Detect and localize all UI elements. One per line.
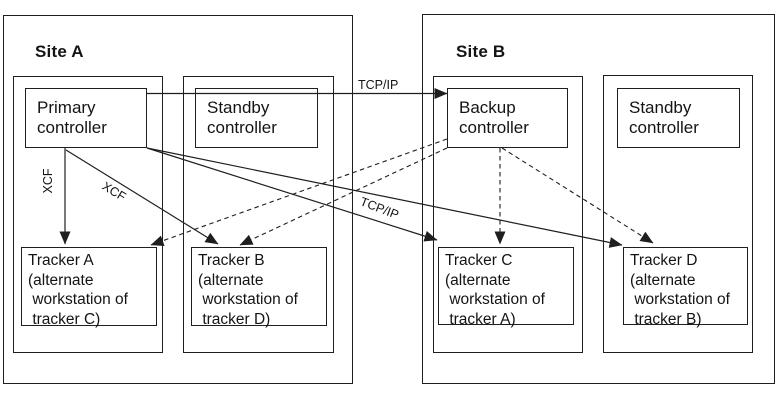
tcpip-top-label: TCP/IP [358,78,398,92]
backup-controller-box: Backup controller [447,88,568,148]
tracker-c-box: Tracker C (alternate workstation of trac… [438,247,574,328]
tracker-b-box: Tracker B (alternate workstation of trac… [191,247,327,328]
tcpip-diagonal-label: TCP/IP [358,195,401,223]
site-a-standby-controller-box: Standby controller [195,88,318,148]
tracker-a-box: Tracker A (alternate workstation of trac… [21,247,157,328]
tracker-d-box: Tracker D (alternate workstation of trac… [623,247,748,328]
site-b-title: Site B [456,42,506,61]
site-b-standby-controller-box: Standby controller [617,88,740,148]
site-a-title: Site A [35,42,84,61]
primary-controller-box: Primary controller [25,88,147,148]
